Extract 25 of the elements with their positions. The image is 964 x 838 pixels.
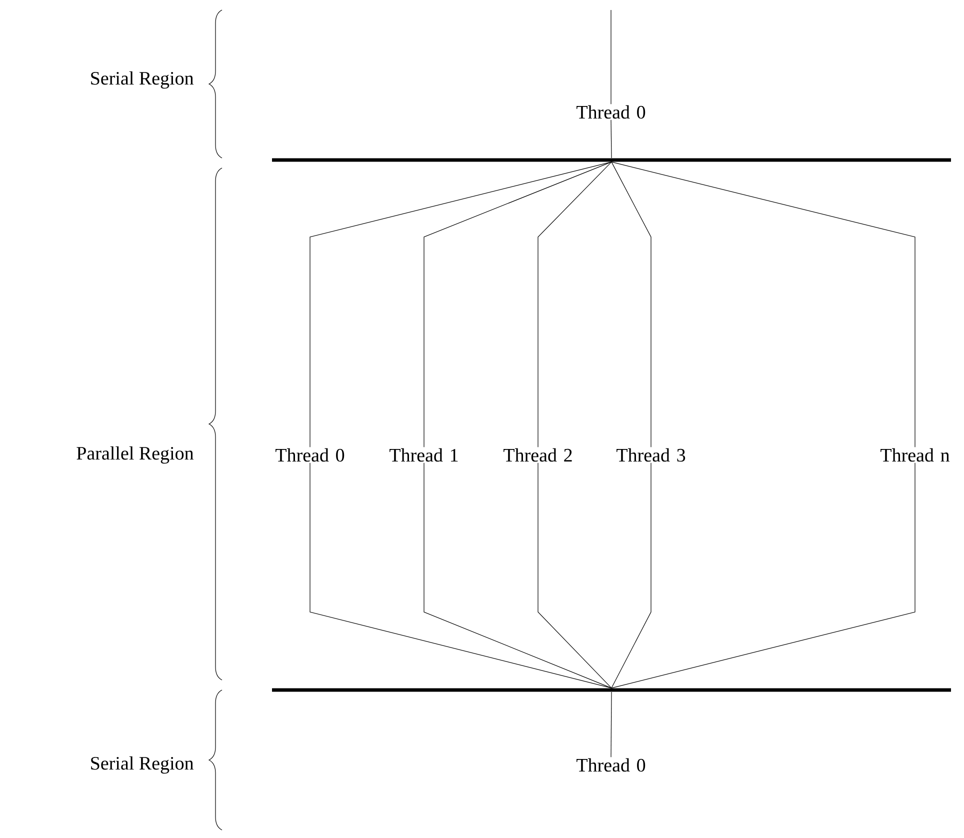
- connector-line: [611, 162, 916, 448]
- thread-label: Thread 3: [616, 448, 686, 462]
- connector-line: [610, 10, 612, 104]
- connector-line: [610, 692, 612, 758]
- connector-line: [538, 162, 612, 448]
- thread-label: Thread 0: [276, 448, 344, 462]
- connector-line: [611, 162, 652, 448]
- connector-line: [611, 462, 916, 688]
- region-label: Serial Region: [91, 756, 194, 774]
- sync-bar: [272, 158, 951, 162]
- connector-line: [424, 462, 612, 688]
- thread-label: Thread 2: [504, 448, 572, 462]
- connector-line: [424, 162, 612, 448]
- thread-label: Thread 0: [576, 758, 646, 772]
- connector-line: [610, 120, 612, 158]
- connector-line: [310, 162, 612, 448]
- region-label: Serial Region: [91, 71, 194, 89]
- thread-label: Thread n: [880, 448, 950, 462]
- connector-line: [538, 462, 612, 688]
- thread-label: Thread 1: [390, 448, 458, 462]
- sync-bar: [272, 688, 951, 692]
- connector-line: [611, 462, 652, 688]
- connector-line: [310, 462, 612, 688]
- region-label: Parallel Region: [76, 446, 194, 464]
- thread-label: Thread 0: [576, 105, 646, 119]
